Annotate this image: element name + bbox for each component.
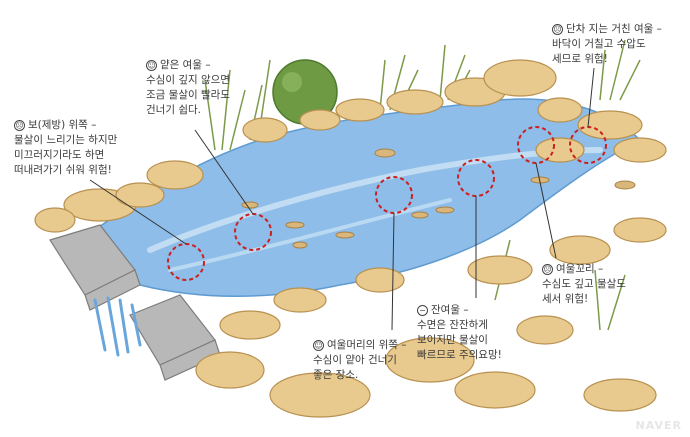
river-stones <box>241 148 636 249</box>
callout-line: 수면은 잔잔하게 <box>417 319 488 331</box>
callout-tail: ☹여울꼬리 – 수심도 깊고 물살도 세서 위험! <box>542 262 626 307</box>
bush <box>282 72 302 92</box>
neutral-face-icon: − <box>417 305 428 316</box>
callout-title: 얕은 여울 – <box>160 59 211 71</box>
callout-title: 여울머리의 위쪽 – <box>327 339 407 351</box>
callout-line: 세서 위험! <box>542 293 589 305</box>
callout-line: 수심이 깊지 않으면 <box>146 74 230 86</box>
smile-face-icon: ☺ <box>146 60 157 71</box>
callout-line: 바닥이 거칠고 수압도 <box>552 38 646 50</box>
callout-line: 미끄러지기라도 하면 <box>14 149 105 161</box>
sad-face-icon: ☹ <box>542 264 553 275</box>
front-bank-rocks <box>195 217 667 418</box>
callout-calm: −잔여울 – 수면은 잔잔하게 보이지만 물살이 빠르므로 주의요망! <box>417 303 502 363</box>
back-bank-rocks <box>146 59 667 190</box>
waterfall <box>93 296 142 357</box>
callout-line: 빠르므로 주의요망! <box>417 349 502 361</box>
callout-shallow: ☺얕은 여울 – 수심이 깊지 않으면 조금 물살이 빨라도 건너기 쉽다. <box>146 58 230 118</box>
callout-line: 좋은 장소. <box>313 369 359 381</box>
callout-title: 잔여울 – <box>431 304 469 316</box>
sad-face-icon: ☹ <box>14 120 25 131</box>
callout-line: 조금 물살이 빨라도 <box>146 89 230 101</box>
callout-line: 수심도 깊고 물살도 <box>542 278 626 290</box>
callout-rough: ☹단차 지는 거친 여울 – 바닥이 거칠고 수압도 세므로 위험! <box>552 22 662 67</box>
callout-line: 수심이 얕아 건너기 <box>313 354 397 366</box>
callout-line: 건너기 쉽다. <box>146 104 201 116</box>
smile-face-icon: ☺ <box>313 340 324 351</box>
left-bank-rocks <box>34 182 165 233</box>
callout-line: 세므로 위험! <box>552 53 608 65</box>
callout-head: ☺여울머리의 위쪽 – 수심이 얕아 건너기 좋은 장소. <box>313 338 407 383</box>
sad-face-icon: ☹ <box>552 24 563 35</box>
naver-watermark: NAVER <box>635 419 682 432</box>
callout-weir: ☹보(제방) 위쪽 – 물살이 느리기는 하지만 미끄러지기라도 하면 떠내려가… <box>14 118 117 178</box>
weir-blocks <box>49 224 221 381</box>
callout-line: 떠내려가기 쉬워 위험! <box>14 164 112 176</box>
callout-line: 물살이 느리기는 하지만 <box>14 134 118 146</box>
callout-title: 단차 지는 거친 여울 – <box>566 23 662 35</box>
leader-lines <box>89 67 595 331</box>
callout-line: 보이지만 물살이 <box>417 334 488 346</box>
callout-title: 보(제방) 위쪽 – <box>28 119 97 131</box>
callout-title: 여울꼬리 – <box>556 263 604 275</box>
